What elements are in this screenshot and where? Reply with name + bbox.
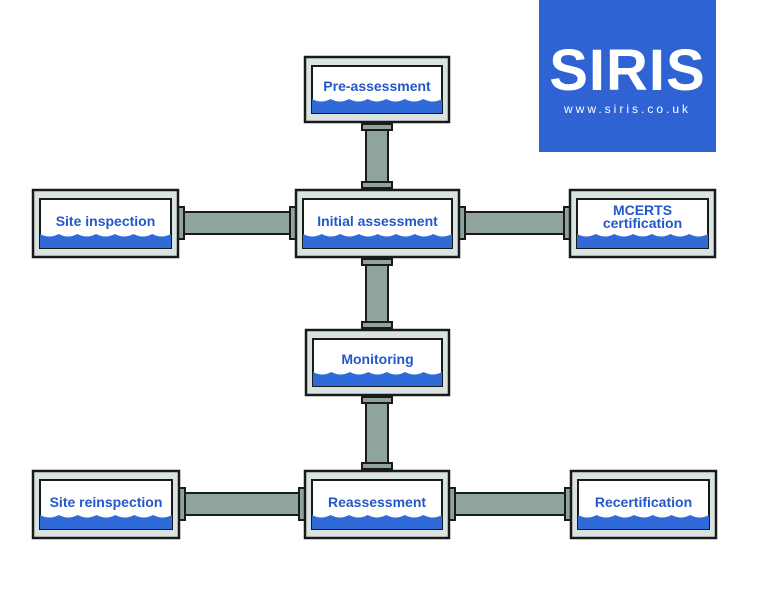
- node-label-pre-assessment: Pre-assessment: [323, 78, 431, 94]
- node-label-site-reinspection: Site reinspection: [50, 494, 163, 510]
- node-initial-assessment: Initial assessment: [294, 188, 461, 259]
- pipe-pre-to-initial: [361, 117, 393, 195]
- node-label-site-inspection: Site inspection: [56, 213, 156, 229]
- logo-wordmark: SIRIS: [549, 38, 706, 103]
- node-label-mcerts-certification-1: MCERTS: [613, 202, 672, 218]
- water-level: [312, 99, 443, 113]
- pipe-monitoring-to-reassessment: [361, 390, 393, 476]
- connector-pipes: [173, 117, 576, 521]
- water-level: [303, 234, 452, 248]
- water-level: [40, 234, 171, 248]
- node-monitoring: Monitoring: [304, 328, 451, 397]
- node-label-initial-assessment: Initial assessment: [317, 213, 438, 229]
- node-label-reassessment: Reassessment: [328, 494, 426, 510]
- node-site-reinspection: Site reinspection: [31, 469, 181, 540]
- pipe-reassessment-to-recertification: [444, 487, 576, 521]
- water-level: [577, 234, 709, 248]
- node-site-inspection: Site inspection: [31, 188, 180, 259]
- node-pre-assessment: Pre-assessment: [303, 55, 451, 124]
- pipe-site-reinspection-to-reassessment: [174, 487, 310, 521]
- siris-logo: SIRIS www.siris.co.uk: [539, 0, 716, 152]
- water-level: [313, 372, 442, 386]
- logo-url: www.siris.co.uk: [563, 102, 691, 116]
- node-label-mcerts-certification-2: certification: [603, 215, 682, 231]
- pipe-initial-to-mcerts: [454, 206, 575, 240]
- node-label-recertification: Recertification: [595, 494, 692, 510]
- water-level: [312, 515, 443, 529]
- pipe-initial-to-monitoring: [361, 252, 393, 335]
- pipe-site-inspection-to-initial: [173, 206, 301, 240]
- water-level: [578, 515, 710, 529]
- node-reassessment: Reassessment: [303, 469, 451, 540]
- water-level: [40, 515, 173, 529]
- node-recertification: Recertification: [569, 469, 718, 540]
- node-label-monitoring: Monitoring: [341, 351, 413, 367]
